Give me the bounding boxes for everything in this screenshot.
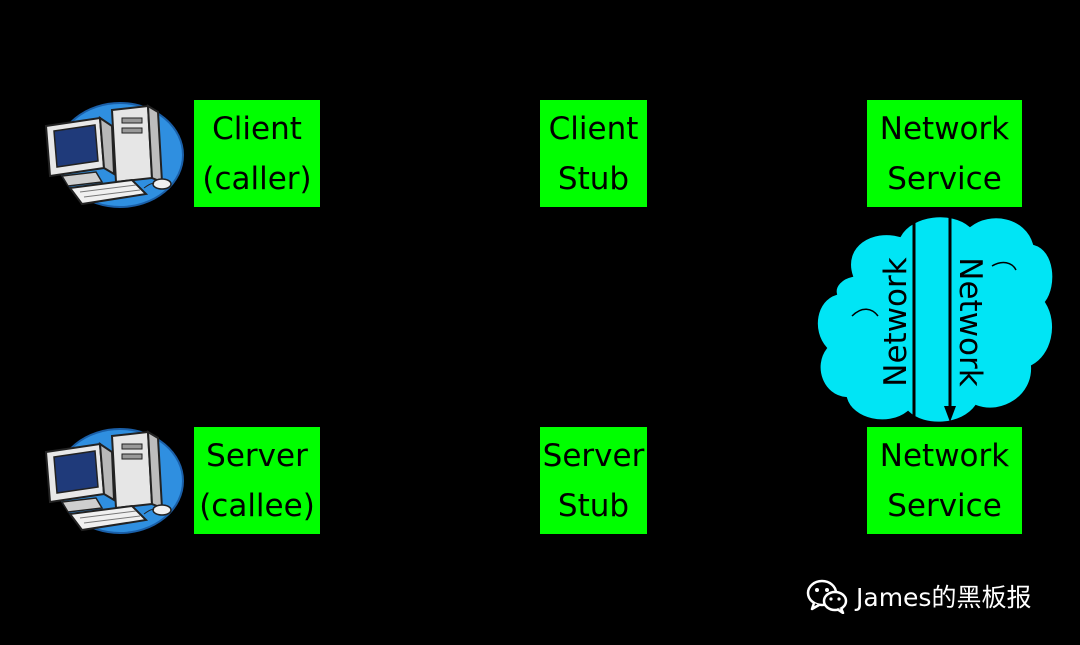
server-network-service-box: Network Service — [867, 427, 1022, 534]
server-callee-box: Server (callee) — [194, 427, 320, 534]
client-stub-line1: Client — [548, 110, 639, 147]
client-box-line2: (caller) — [202, 160, 312, 197]
watermark-text: James的黑板报 — [856, 583, 1032, 612]
client-stub-line2: Stub — [557, 160, 630, 197]
client-caller-box: Client (caller) — [194, 100, 320, 207]
down-arrow-head-icon — [944, 406, 956, 422]
server-box-line1: Server — [206, 437, 308, 474]
client-box-line1: Client — [212, 110, 302, 147]
client-network-line2: Service — [887, 160, 1002, 197]
server-box-line2: (callee) — [199, 487, 315, 524]
server-computer-icon — [44, 428, 184, 534]
server-network-line1: Network — [879, 437, 1010, 474]
network-label-up: Network — [878, 257, 914, 387]
wechat-icon — [806, 579, 848, 614]
watermark: James的黑板报 — [806, 576, 1031, 616]
server-stub-line1: Server — [542, 437, 645, 474]
client-stub-box: Client Stub — [540, 100, 647, 207]
server-stub-line2: Stub — [557, 487, 630, 524]
cloud-shape — [816, 214, 1055, 424]
client-computer-icon — [44, 102, 184, 208]
client-network-line1: Network — [879, 110, 1010, 147]
network-label-down: Network — [952, 257, 988, 387]
network-cloud: Network Network — [812, 206, 1058, 428]
client-network-service-box: Network Service — [867, 100, 1022, 207]
server-network-line2: Service — [887, 487, 1002, 524]
server-stub-box: Server Stub — [540, 427, 647, 534]
